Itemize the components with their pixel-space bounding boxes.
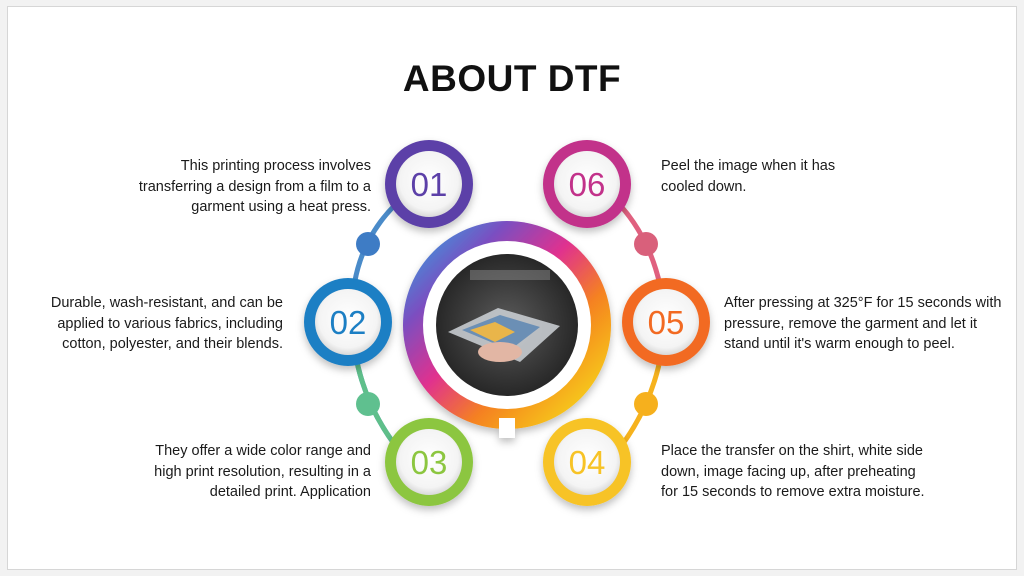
- connector-dot-2-3: [356, 392, 380, 416]
- center-photo: [436, 254, 578, 396]
- step-badge-03: 03: [385, 418, 473, 506]
- step-description-04: Place the transfer on the shirt, white s…: [661, 443, 925, 500]
- step-badge-04: 04: [543, 418, 631, 506]
- step-description-02: Durable, wash-resistant, and can be appl…: [50, 295, 283, 352]
- step-badge-face: [315, 289, 381, 355]
- step-description-05: After pressing at 325°F for 15 seconds w…: [724, 295, 1002, 352]
- step-number: 05: [648, 304, 685, 341]
- connector-dot-6-5: [634, 232, 658, 256]
- step-badge-02: 02: [304, 278, 392, 366]
- step-badge-face: [554, 151, 620, 217]
- step-number: 01: [411, 166, 448, 203]
- step-number: 04: [569, 444, 606, 481]
- connector-dot-5-4: [634, 392, 658, 416]
- step-badge-06: 06: [543, 140, 631, 228]
- step-number: 06: [569, 166, 606, 203]
- step-description-01: This printing process involves transferr…: [138, 158, 371, 215]
- step-badge-01: 01: [385, 140, 473, 228]
- step-badge-face: [396, 429, 462, 495]
- step-badge-face: [554, 429, 620, 495]
- page-title: ABOUT DTF: [402, 58, 622, 99]
- step-badge-face: [396, 151, 462, 217]
- step-badge-05: 05: [622, 278, 710, 366]
- step-description-06: Peel the image when it has cooled down.: [661, 158, 836, 195]
- step-description-03: They offer a wide color range and high p…: [154, 443, 371, 500]
- step-number: 03: [411, 444, 448, 481]
- step-badge-face: [633, 289, 699, 355]
- step-number: 02: [330, 304, 367, 341]
- connector-dot-1-2: [356, 232, 380, 256]
